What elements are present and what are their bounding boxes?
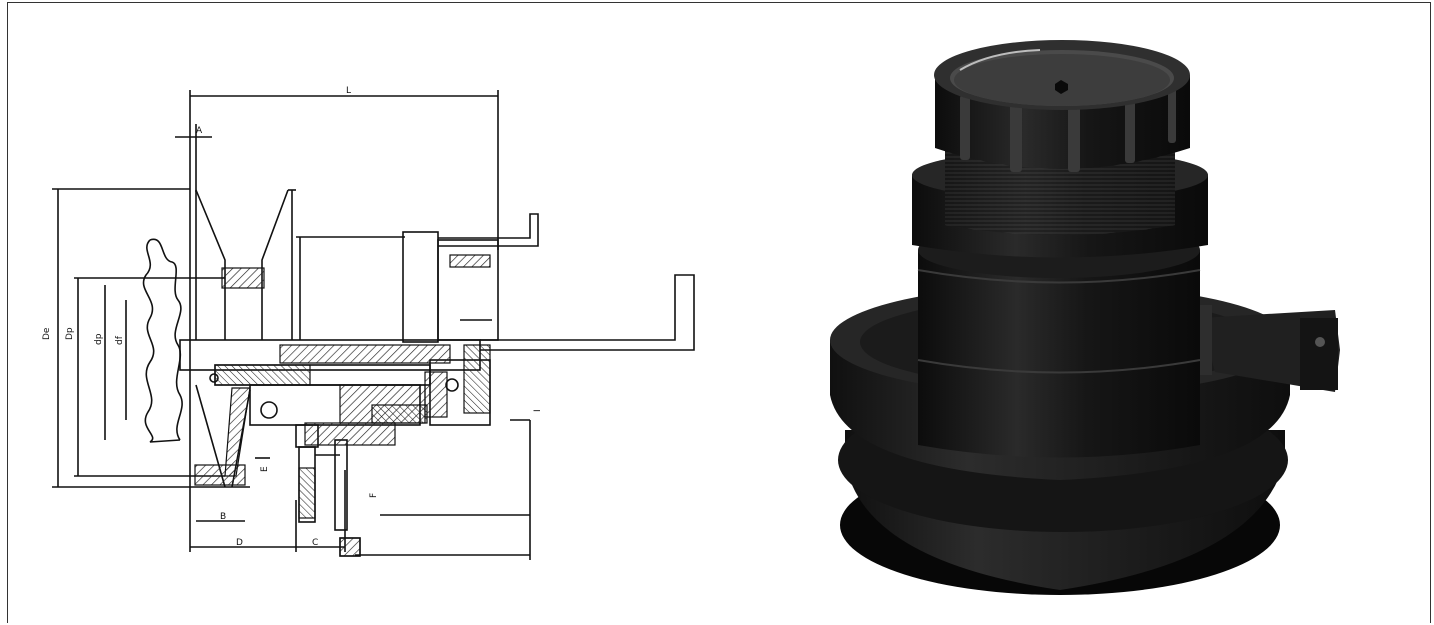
label-L: L (346, 86, 351, 96)
label-De: De (42, 327, 52, 340)
label-D: D (236, 538, 243, 548)
label-B: B (220, 512, 226, 522)
label-I: I (533, 409, 543, 412)
label-dp: dp (94, 333, 104, 345)
cross-section-drawing: L A De Dp dp df B D C E F I (42, 86, 695, 560)
label-F: F (369, 493, 379, 498)
label-df: df (115, 335, 125, 345)
label-A: A (196, 126, 203, 136)
label-E: E (260, 466, 270, 472)
figure-frame (7, 2, 1431, 623)
label-Dp: Dp (65, 327, 75, 340)
label-C: C (312, 538, 318, 548)
